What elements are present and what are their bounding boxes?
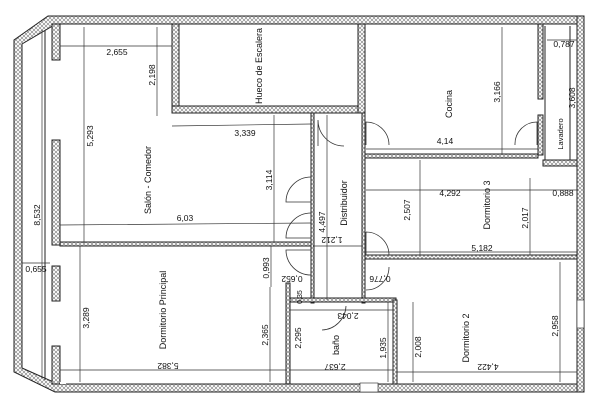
door-dorm-principal [285,249,312,276]
dim-label: 0,652 [281,274,303,284]
room-lavadero: Lavadero [556,118,565,149]
dim-label: 2,365 [260,324,270,346]
door-lavadero [514,121,538,146]
dim-label: 2,295 [293,327,303,349]
dim-label: 3,289 [81,307,91,329]
dim-label: 0,993 [261,257,271,279]
dim-label: 2,043 [337,311,359,321]
dim-label: 3,114 [264,169,274,190]
dim-label: 2,017 [520,207,530,229]
dim-label: 2,637 [324,362,346,372]
dim-label: 0,888 [552,188,574,198]
room-dormitorio-2: Dormitorio 2 [461,313,471,362]
door-cocina [365,121,390,146]
dim-label: 1,935 [378,337,388,359]
dim-label: 2,507 [402,199,412,221]
room-hueco-escalera: Hueco de Escalera [254,28,264,104]
dim-label: 0,776 [369,274,391,284]
dim-label: 0,787 [553,39,575,49]
dim-label: 5,293 [85,125,95,147]
dim-label: 4,14 [437,136,454,146]
exterior-walls [13,15,585,393]
door-distribuidor-top [317,119,345,147]
door-dorm2 [365,266,390,291]
dim-label: 4,497 [317,211,327,233]
room-distribuidor: Distribuidor [339,180,349,226]
room-bano: baño [331,335,341,355]
dim-label: 2,655 [106,47,128,57]
dimension-labels: 2,655 2,198 5,293 3,339 3,114 6,03 8,532… [25,39,577,372]
dim-label: 3,608 [567,87,577,109]
room-dormitorio-3: Dormitorio 3 [482,180,492,229]
room-labels: Salón - Comedor Hueco de Escalera Cocina… [143,28,565,363]
dim-label: 5,182 [471,243,493,253]
room-salon-comedor: Salón - Comedor [143,146,153,214]
dim-label: 4,422 [477,362,499,372]
dim-label: 3,339 [234,128,256,138]
door-dorm3 [365,231,390,256]
dim-label: 2,008 [413,336,423,358]
dim-label: 8,532 [32,204,42,226]
room-dormitorio-principal: Dormitorio Principal [158,271,168,350]
doors [285,119,538,331]
dim-label: 1,212 [321,235,343,245]
door-salon-2 [285,212,312,239]
dim-label: 4,292 [439,188,461,198]
dim-label: 5,382 [157,361,179,371]
door-bano [321,305,347,331]
room-cocina: Cocina [444,90,454,118]
dim-label: 2,198 [147,64,157,86]
dimension-lines [22,27,578,382]
dim-label: 2,958 [550,315,560,337]
dim-label: 6,03 [177,213,194,223]
interior-walls [59,23,578,385]
dim-label: 0,655 [25,264,47,274]
door-salon [285,176,312,203]
dim-label: 3,166 [492,81,502,103]
dim-label: 0,35 [297,290,304,304]
